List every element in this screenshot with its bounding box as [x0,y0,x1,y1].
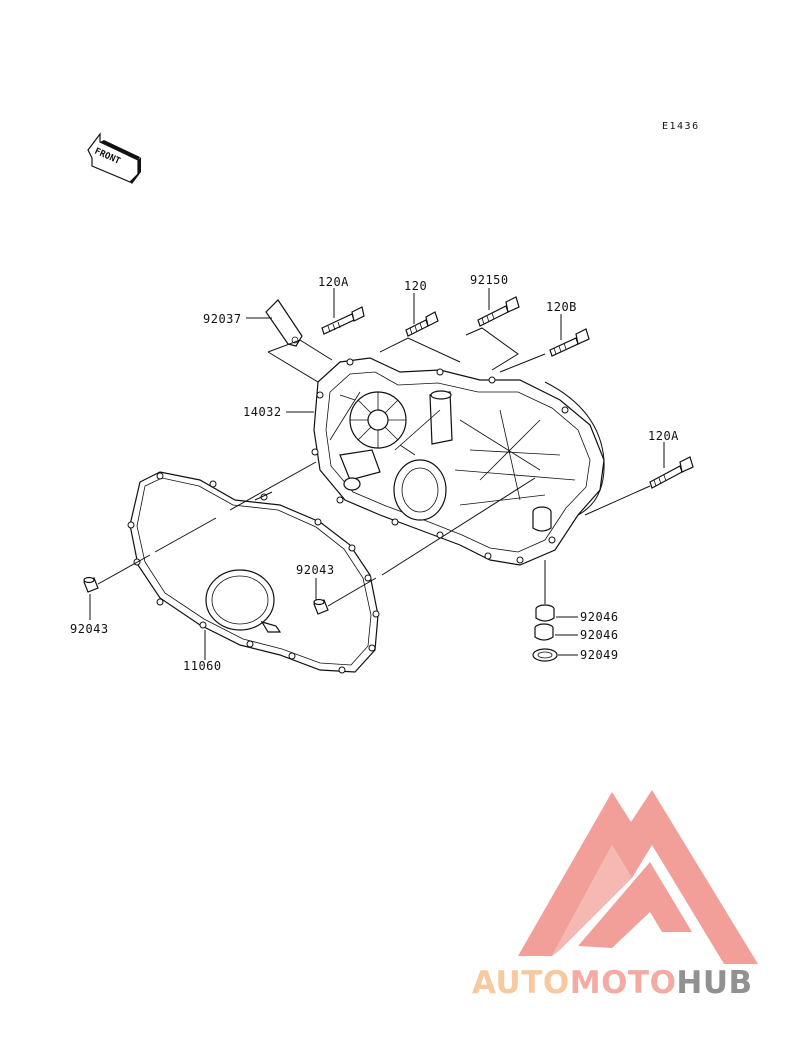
dowel-pin-92043-left [83,576,99,593]
clutch-cover-14032 [311,357,605,566]
callout-92043-mid: 92043 [296,563,335,577]
gasket-11060 [127,471,380,674]
callout-92043-left: 92043 [70,622,109,636]
callout-120b: 120B [546,300,577,314]
dowel-pin-92043-mid [313,598,329,615]
clamp-92037 [265,299,303,347]
callout-120a-right: 120A [648,429,679,443]
callout-14032: 14032 [243,405,282,419]
watermark-auto: AUTO [472,965,570,1001]
oil-seal-92049 [532,648,558,662]
bolt-120a-right [649,456,694,489]
watermark-text: AUTOMOTOHUB [472,965,753,1001]
callout-92046-a: 92046 [580,610,619,624]
bolt-120b [549,328,590,357]
callout-92049: 92049 [580,648,619,662]
bolt-92150 [477,296,520,327]
front-arrow-icon: FRONT [87,132,141,184]
watermark-moto: MOTO [570,965,677,1001]
bolt-120a-top [321,306,365,335]
bolt-120 [405,311,439,337]
collar-92046-a [535,604,555,622]
watermark-hub: HUB [676,965,752,1001]
callout-92150: 92150 [470,273,509,287]
callout-92037: 92037 [203,312,242,326]
diagram-code: E1436 [662,121,700,132]
watermark-triangle-logo-icon [518,790,758,964]
callout-11060: 11060 [183,659,222,673]
callout-120a-top: 120A [318,275,349,289]
callout-labels: 120A 120 92150 120B 92037 14032 120A 920… [70,273,679,673]
leader-lines [89,288,665,660]
callout-120: 120 [404,279,427,293]
automotohub-watermark: AUTOMOTOHUB [472,790,758,1001]
collar-92046-b [534,623,554,641]
callout-92046-b: 92046 [580,628,619,642]
